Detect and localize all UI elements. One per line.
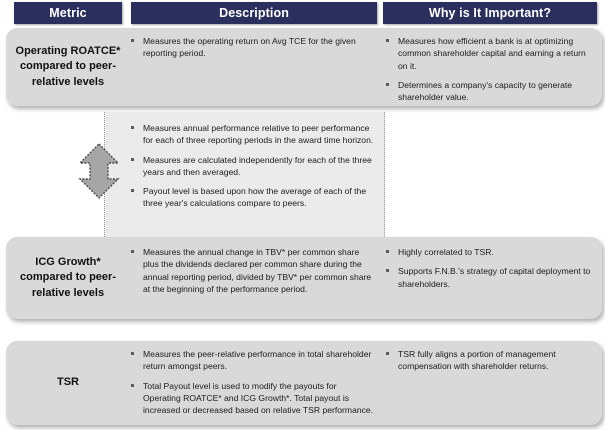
list-item: Determines a company's capacity to gener… — [386, 79, 594, 104]
list-item: TSR fully aligns a portion of management… — [386, 348, 594, 373]
bullet-list: Measures annual performance relative to … — [131, 122, 379, 210]
column-header-description: Description — [131, 2, 377, 24]
row-panel-tsr — [6, 341, 602, 425]
list-item: Payout level is based upon how the avera… — [131, 185, 379, 210]
bullet-list: Measures how efficient a bank is at opti… — [386, 35, 594, 103]
metric-label-tsr: TSR — [57, 376, 79, 389]
importance-icg-growth: Highly correlated to TSR. Supports F.N.B… — [386, 246, 594, 290]
list-item: Measures the peer-relative performance i… — [131, 348, 374, 373]
list-item: Total Payout level is used to modify the… — [131, 380, 374, 417]
row-panel-operating-roatce — [6, 28, 602, 106]
description-operating-roatce: Measures the operating return on Avg TCE… — [131, 35, 374, 60]
importance-tsr: TSR fully aligns a portion of management… — [386, 348, 594, 373]
bullet-list: Highly correlated to TSR. Supports F.N.B… — [386, 246, 594, 290]
shared-middle-section — [104, 112, 385, 237]
importance-operating-roatce: Measures how efficient a bank is at opti… — [386, 35, 594, 103]
bullet-list: Measures the operating return on Avg TCE… — [131, 35, 374, 60]
description-icg-growth: Measures the annual change in TBV* per c… — [131, 246, 374, 295]
list-item: Supports F.N.B.'s strategy of capital de… — [386, 265, 594, 290]
list-item: Measures the annual change in TBV* per c… — [131, 246, 374, 295]
double-headed-vertical-arrow-icon — [77, 143, 121, 199]
list-item: Measures are calculated independently fo… — [131, 154, 379, 179]
bullet-list: Measures the annual change in TBV* per c… — [131, 246, 374, 295]
column-header-metric: Metric — [14, 2, 122, 24]
bullet-list: TSR fully aligns a portion of management… — [386, 348, 594, 373]
metric-label-icg-growth: ICG Growth* compared to peer-relative le… — [20, 255, 116, 299]
list-item: Highly correlated to TSR. — [386, 246, 594, 258]
list-item: Measures how efficient a bank is at opti… — [386, 35, 594, 72]
metric-label-operating-roatce: Operating ROATCE* compared to peer-relat… — [15, 44, 121, 88]
table-header-row: Metric Description Why is It Important? — [0, 2, 605, 24]
column-header-importance: Why is It Important? — [383, 2, 597, 24]
description-shared-middle: Measures annual performance relative to … — [131, 122, 379, 210]
bullet-list: Measures the peer-relative performance i… — [131, 348, 374, 416]
row-panel-icg-growth — [6, 237, 602, 319]
list-item: Measures the operating return on Avg TCE… — [131, 35, 374, 60]
list-item: Measures annual performance relative to … — [131, 122, 379, 147]
description-tsr: Measures the peer-relative performance i… — [131, 348, 374, 416]
